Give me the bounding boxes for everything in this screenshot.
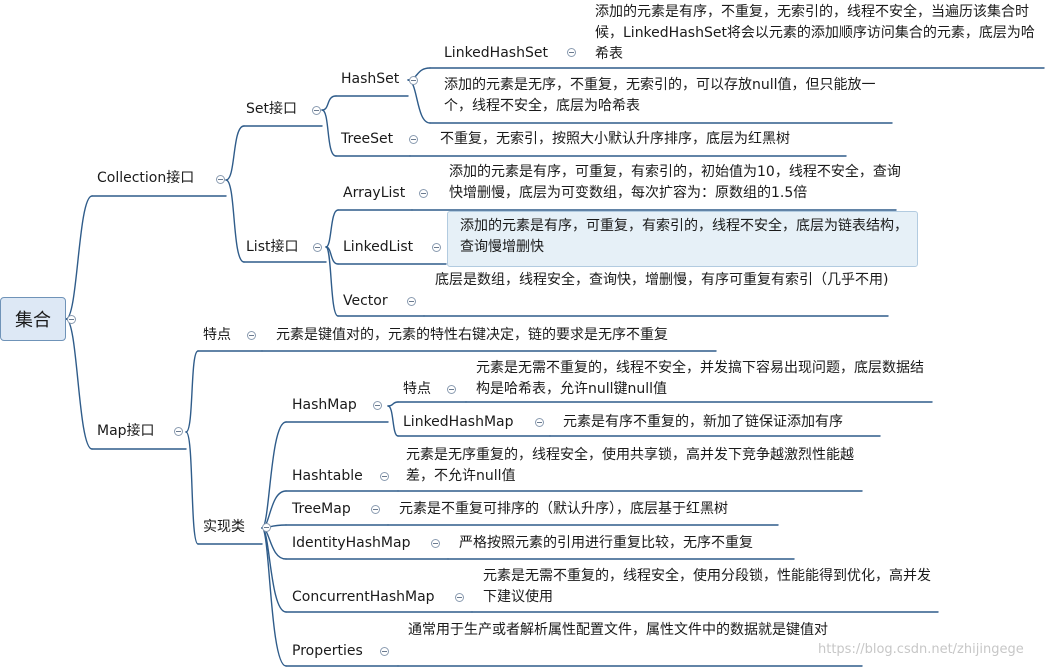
collapse-icon[interactable] [380, 647, 389, 656]
collapse-icon[interactable] [407, 297, 416, 306]
impl-node[interactable]: 实现类 [203, 519, 245, 535]
collapse-icon[interactable] [447, 385, 456, 394]
linkedlist-desc-selected[interactable] [447, 211, 918, 267]
linkedhashmap-desc: 元素是有序不重复的，新加了链保证添加有序 [563, 414, 843, 430]
map-feature-desc: 元素是键值对的，元素的特性右键决定，链的要求是无序不重复 [276, 327, 668, 343]
collapse-icon[interactable] [373, 401, 382, 410]
linkedhashset-desc: 添加的元素是有序，不重复，无索引的，线程不安全，当遍历该集合时候，LinkedH… [595, 4, 1035, 62]
hashmap-feature-node[interactable]: 特点 [403, 381, 431, 397]
collapse-icon[interactable] [67, 315, 76, 324]
collapse-icon[interactable] [247, 331, 256, 340]
vector-desc: 底层是数组，线程安全，查询快，增删慢，有序可重复有索引（几乎不用) [435, 272, 889, 288]
collapse-icon[interactable] [535, 418, 544, 427]
list-node[interactable]: List接口 [246, 239, 299, 255]
linkedlist-node[interactable]: LinkedList [343, 239, 414, 255]
properties-node[interactable]: Properties [292, 643, 363, 659]
collapse-icon[interactable] [409, 76, 418, 85]
collapse-icon[interactable] [262, 523, 271, 532]
collapse-icon[interactable] [371, 505, 380, 514]
map-node[interactable]: Map接口 [97, 423, 155, 439]
collapse-icon[interactable] [312, 106, 321, 115]
concurrenthashmap-desc: 元素是无需不重复的，线程安全，使用分段锁，性能能得到优化，高并发下建议使用 [483, 568, 931, 605]
linkedhashmap-node[interactable]: LinkedHashMap [403, 414, 514, 430]
collapse-icon[interactable] [313, 243, 322, 252]
set-node[interactable]: Set接口 [246, 101, 297, 117]
arraylist-desc: 添加的元素是有序，可重复，有索引的，初始值为10，线程不安全，查询快增删慢，底层… [449, 164, 901, 201]
collapse-icon[interactable] [432, 243, 441, 252]
hashset-desc: 添加的元素是无序，不重复，无索引的，可以存放null值，但只能放一个，线程不安全… [444, 77, 876, 114]
concurrenthashmap-node[interactable]: ConcurrentHashMap [292, 589, 435, 605]
linkedhashset-node[interactable]: LinkedHashSet [444, 45, 548, 61]
collapse-icon[interactable] [431, 539, 440, 548]
vector-node[interactable]: Vector [343, 293, 388, 309]
identityhashmap-desc: 严格按照元素的引用进行重复比较，无序不重复 [459, 535, 753, 551]
hashtable-desc: 元素是无序重复的，线程安全，使用共享锁，高并发下竞争越激烈性能越差，不允许nul… [406, 447, 854, 484]
map-feature-node[interactable]: 特点 [203, 327, 231, 343]
properties-desc: 通常用于生产或者解析属性配置文件，属性文件中的数据就是键值对 [408, 622, 828, 638]
collapse-icon[interactable] [380, 472, 389, 481]
watermark: https://blog.csdn.net/zhijingege [818, 642, 1024, 657]
treemap-desc: 元素是不重复可排序的（默认升序），底层基于红黑树 [399, 501, 728, 517]
hashtable-node[interactable]: Hashtable [292, 468, 363, 484]
arraylist-node[interactable]: ArrayList [343, 185, 406, 201]
collapse-icon[interactable] [216, 175, 225, 184]
identityhashmap-node[interactable]: IdentityHashMap [292, 535, 411, 551]
collapse-icon[interactable] [455, 593, 464, 602]
treeset-node[interactable]: TreeSet [341, 131, 394, 147]
collapse-icon[interactable] [419, 189, 428, 198]
hashmap-feature-desc: 元素是无需不重复的，线程不安全，并发搞下容易出现问题，底层数据结构是哈希表，允许… [476, 360, 924, 397]
collection-node[interactable]: Collection接口 [97, 170, 195, 186]
collapse-icon[interactable] [567, 48, 576, 57]
root-node[interactable]: 集合 [0, 297, 66, 341]
collapse-icon[interactable] [174, 427, 183, 436]
linkedlist-desc: 添加的元素是有序，可重复，有索引的，线程不安全，底层为链表结构，查询慢增删快 [460, 218, 908, 255]
hashmap-node[interactable]: HashMap [292, 397, 357, 413]
hashset-node[interactable]: HashSet [341, 71, 400, 87]
root-label: 集合 [15, 310, 51, 331]
collapse-icon[interactable] [409, 135, 418, 144]
treeset-desc: 不重复，无索引，按照大小默认升序排序，底层为红黑树 [440, 131, 790, 147]
treemap-node[interactable]: TreeMap [292, 501, 351, 517]
